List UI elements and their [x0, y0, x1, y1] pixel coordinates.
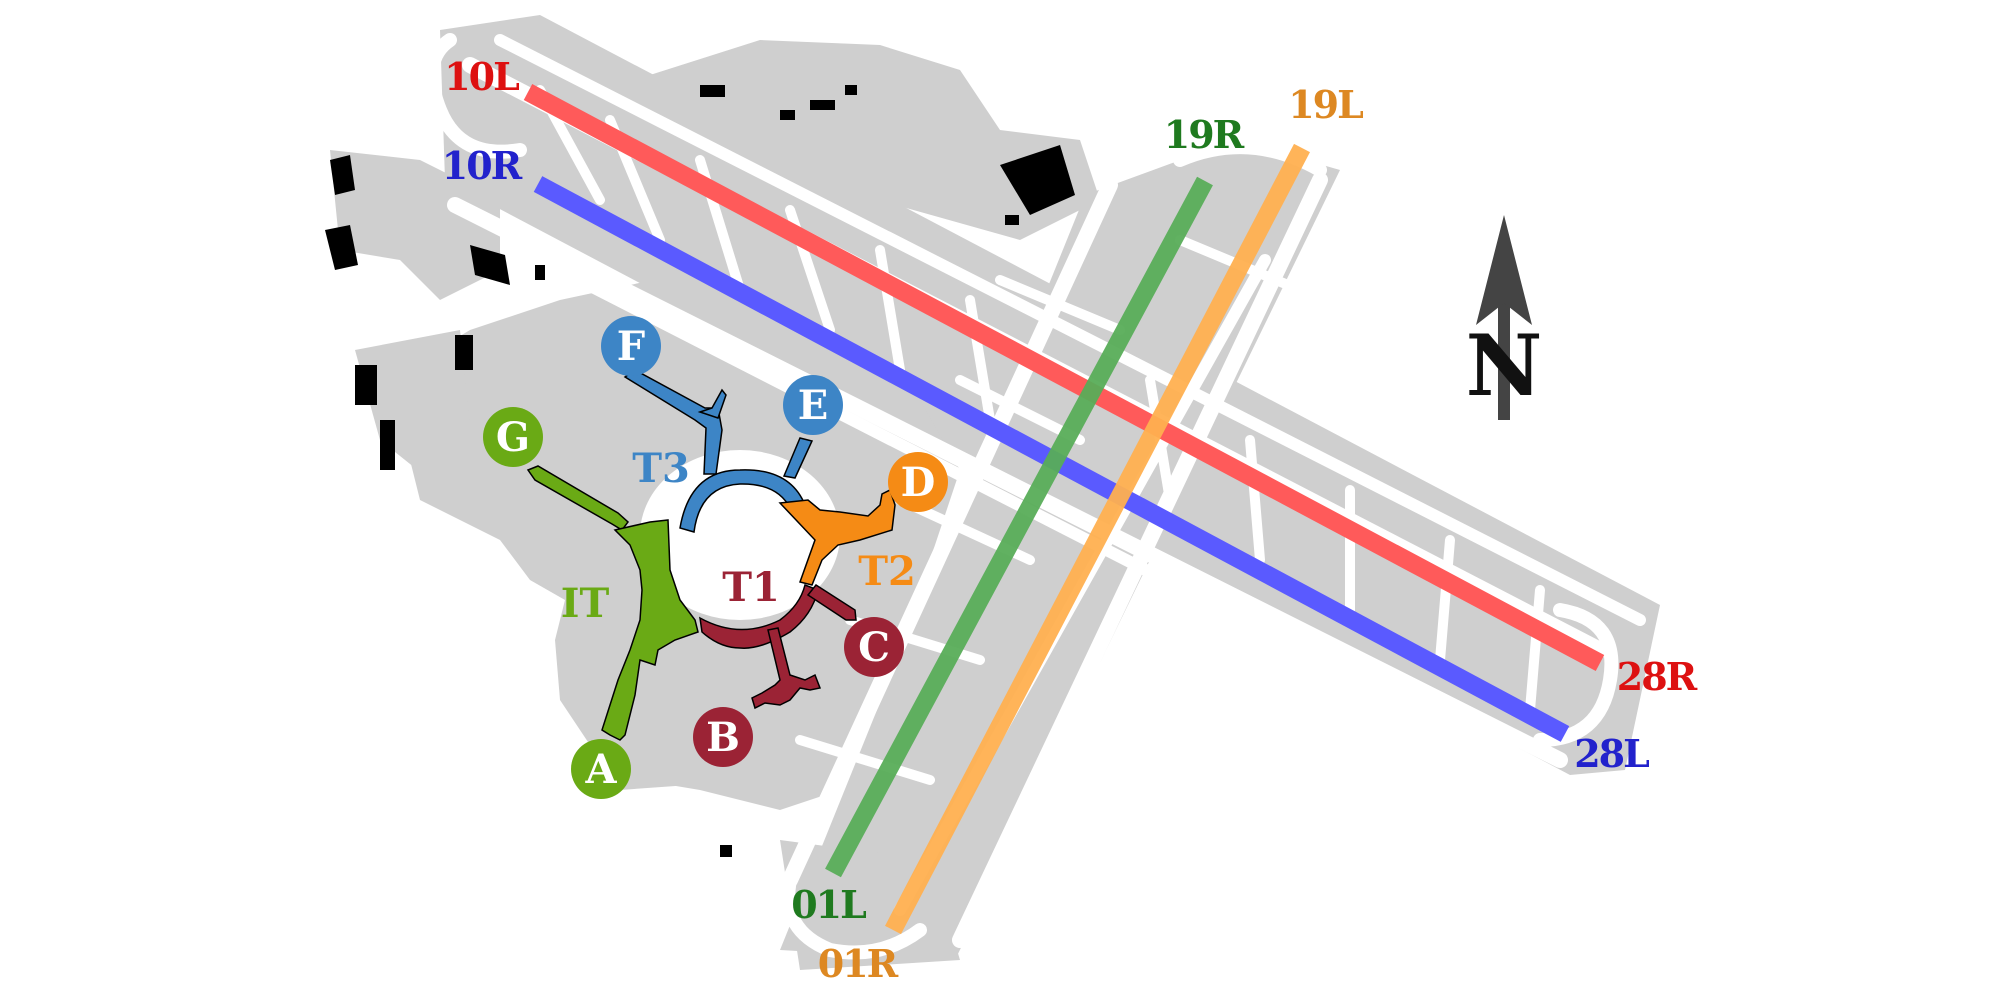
gate-badges: A B C D E F G — [483, 316, 948, 799]
runway-label-28L: 28L — [1574, 731, 1649, 776]
runway-label-19R: 19R — [1164, 112, 1245, 157]
runway-label-10R: 10R — [442, 143, 523, 188]
runway-labels: 10L 10R 19R 19L 28R 28L 01L 01R — [442, 54, 1700, 986]
terminal-t2 — [778, 488, 896, 586]
runway-label-28R: 28R — [1617, 654, 1698, 699]
terminal-it-label: IT — [561, 580, 610, 627]
terminal-t2-label: T2 — [858, 548, 916, 595]
terminal-t1 — [699, 583, 857, 710]
concourse-e — [782, 437, 814, 479]
north-arrow-icon: N — [1466, 215, 1543, 420]
concourse-g — [526, 465, 630, 531]
gate-g-badge: G — [483, 407, 543, 467]
gate-b-badge: B — [693, 707, 753, 767]
taxiway-01-19-east — [952, 172, 1328, 948]
runway-label-19L: 19L — [1288, 82, 1363, 127]
gate-f-letter: F — [617, 323, 645, 370]
north-letter: N — [1466, 316, 1543, 415]
concourse-f — [623, 369, 723, 475]
gate-e-letter: E — [798, 382, 829, 429]
concourse-f-branch — [697, 388, 727, 419]
airport-buildings — [325, 85, 1075, 857]
runway-label-01R: 01R — [818, 941, 899, 986]
gate-b-letter: B — [706, 714, 740, 761]
concourse-b — [751, 627, 822, 710]
terminal-it — [526, 465, 699, 741]
terminal-t3 — [623, 369, 814, 533]
gate-a-letter: A — [584, 746, 617, 793]
gate-g-letter: G — [496, 414, 530, 461]
runway-10L-28R — [523, 84, 1605, 671]
terminal-t3-label: T3 — [632, 445, 690, 492]
gate-d-letter: D — [901, 459, 936, 506]
runway-01R-19L — [885, 143, 1310, 935]
terminal-labels: T3 T2 T1 IT — [561, 445, 916, 627]
gate-c-badge: C — [844, 617, 904, 677]
terminal-t1-label: T1 — [722, 564, 780, 611]
runway-label-10L: 10L — [444, 54, 519, 99]
gate-c-letter: C — [858, 624, 890, 671]
gate-e-badge: E — [783, 375, 843, 435]
taxiway-parallel-south-2 — [514, 244, 1406, 706]
runway-01L-19R — [825, 176, 1213, 878]
terminal-t1-arc — [699, 583, 819, 649]
gate-a-badge: A — [571, 739, 631, 799]
gate-d-badge: D — [888, 452, 948, 512]
taxiway-parallel-north-2 — [494, 34, 1646, 626]
concourse-c — [806, 584, 857, 621]
terminal-t2-building — [778, 488, 896, 586]
gate-f-badge: F — [601, 316, 661, 376]
taxiway-parallel-south — [447, 197, 1568, 768]
runway-label-01L: 01L — [791, 882, 866, 927]
runways — [523, 84, 1605, 935]
international-terminal-main — [601, 519, 699, 741]
